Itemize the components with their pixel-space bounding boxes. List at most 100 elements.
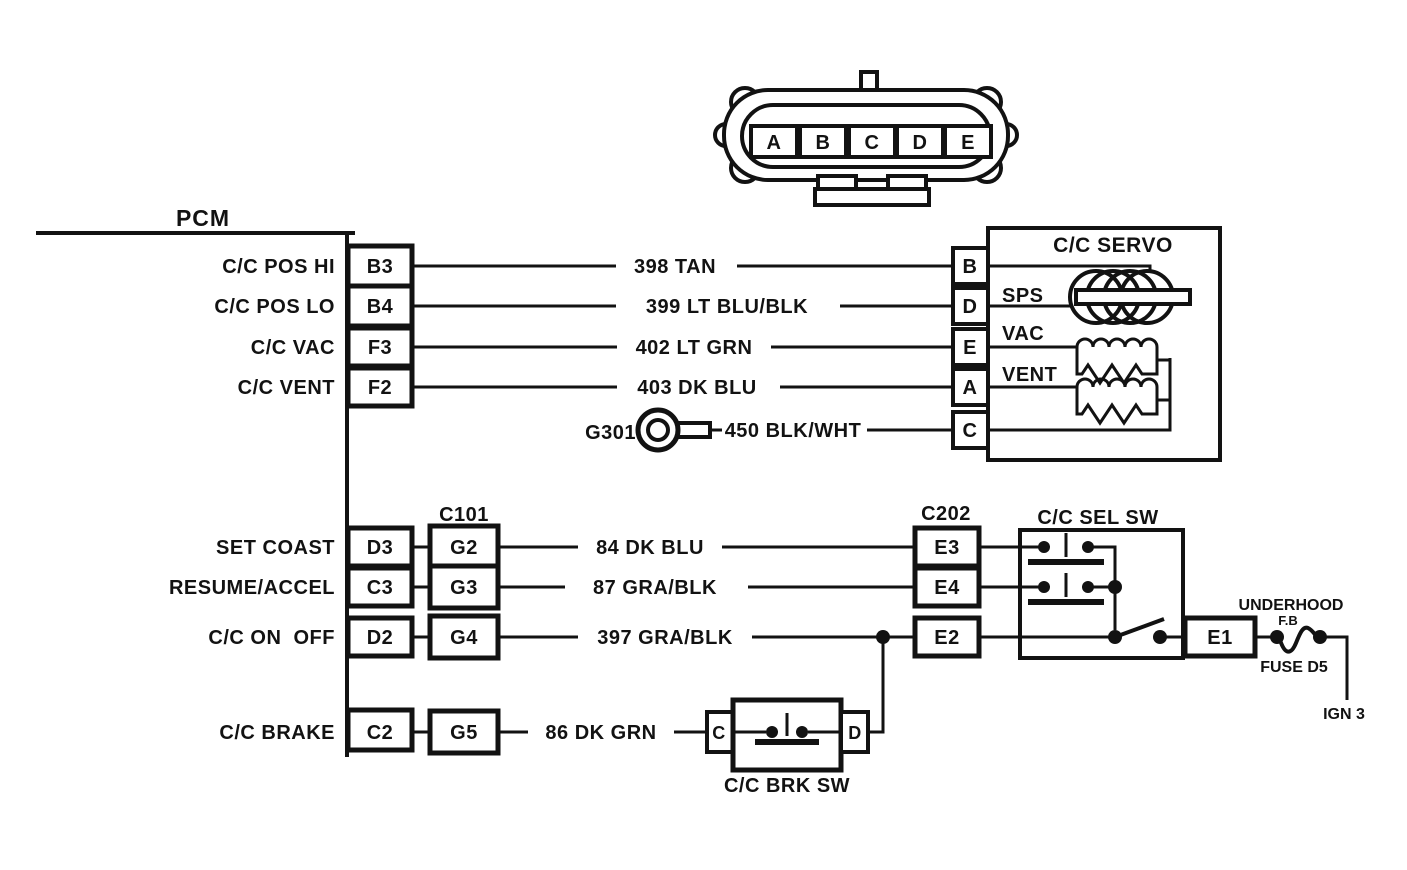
junction-dot (1108, 580, 1122, 594)
wire-label: 398 TAN (634, 256, 716, 278)
servo-pin-label: C (963, 420, 978, 442)
pcm-function-label: C/C VAC (251, 337, 335, 359)
pcm-title: PCM (176, 205, 230, 231)
connector-pin-cavity (798, 124, 848, 159)
ignition-label: IGN 3 (1323, 706, 1365, 723)
wire-label: 403 DK BLU (637, 377, 756, 399)
fuse-element-icon (1278, 625, 1321, 654)
connector-pin-label: E (961, 132, 975, 154)
sps-core-bar (1074, 288, 1192, 306)
ground-label: G301 (585, 422, 636, 444)
brake-switch-pin-label: C (712, 723, 726, 743)
servo-pin-box (951, 327, 990, 367)
pcm-pin-label: F3 (368, 337, 392, 359)
servo-pin-label: A (963, 377, 978, 399)
brake-switch-pin-label: D (848, 723, 862, 743)
sps-label: SPS (1002, 285, 1044, 307)
wire-label: 450 BLK/WHT (725, 420, 862, 442)
contact-dot (1082, 581, 1094, 593)
fuse-box-label: UNDERHOOD (1239, 597, 1344, 614)
contact-dot (1038, 581, 1050, 593)
wire-397-branch (868, 637, 885, 734)
connector-pin-cavity (749, 124, 799, 159)
connector-pin-label: A (767, 132, 782, 154)
vac-resistor-icon (1075, 347, 1159, 386)
servo: C/C SERVO B D E A C SPS VAC VENT (951, 226, 1222, 462)
vent-resistor-icon (1075, 387, 1159, 426)
wire-label: 397 GRA/BLK (597, 627, 733, 649)
c101-pin-label: G2 (450, 537, 478, 559)
switch-wire (1092, 545, 1117, 630)
c202-label: C202 (921, 503, 971, 525)
pcm-pin-box (345, 707, 415, 753)
pcm-function-label: SET COAST (216, 537, 335, 559)
c202-pin-box (912, 565, 982, 609)
brake-switch: C D C/C BRK SW (705, 637, 885, 797)
e1-pin-label: E1 (1207, 627, 1232, 649)
ground-g301: G301 450 BLK/WHT (585, 407, 953, 453)
c101-pin-label: G3 (450, 577, 478, 599)
servo-title: C/C SERVO (1053, 234, 1173, 257)
power-feed: E1 UNDERHOOD F.B FUSE D5 IGN 3 (1182, 597, 1365, 723)
vac-label: VAC (1002, 323, 1044, 345)
sel-switch: C/C SEL SW (1018, 507, 1185, 660)
pcm-function-label: C/C ON OFF (208, 627, 335, 649)
sel-switch-title: C/C SEL SW (1037, 507, 1158, 529)
c202-pin-label: E3 (934, 537, 959, 559)
c101-pin-label: G4 (450, 627, 478, 649)
wire-label: 84 DK BLU (596, 537, 704, 559)
connector-pin-cavity (943, 124, 993, 159)
pcm-pin-label: B4 (367, 296, 394, 318)
contact-dot (766, 726, 778, 738)
c202-pin-label: E2 (934, 627, 959, 649)
upper-rows: C/C POS HI B3 398 TAN C/C POS LO B4 399 … (214, 243, 953, 409)
pcm-function-label: C/C BRAKE (219, 722, 335, 744)
contact-dot (1082, 541, 1094, 553)
c101-pin-box (427, 708, 501, 756)
connector-pin-label: D (913, 132, 928, 154)
c101-pin-label: G5 (450, 722, 478, 744)
connector-pin-label: B (816, 132, 831, 154)
pcm: PCM (36, 205, 355, 757)
ring-terminal-tab (676, 421, 712, 439)
pcm-function-label: C/C POS LO (214, 296, 335, 318)
fuse-box-label2: F.B (1278, 613, 1298, 628)
top-connector: A B C D E (713, 70, 1019, 207)
brake-switch-title: C/C BRK SW (724, 775, 850, 797)
c101-label: C101 (439, 504, 489, 526)
servo-pin-label: E (963, 337, 977, 359)
pcm-pin-label: C2 (367, 722, 394, 744)
servo-internal-wire (988, 358, 1172, 432)
pcm-function-label: RESUME/ACCEL (169, 577, 335, 599)
switch-blade-icon (1114, 617, 1165, 639)
vac-coil-icon (1075, 337, 1159, 348)
vent-coil-icon (1075, 377, 1159, 388)
power-wire (1320, 635, 1349, 700)
fuse-label: FUSE D5 (1260, 659, 1328, 676)
lower-rows: C101 C202 SET COAST D3 G2 84 DK BLU E3 R… (169, 503, 1020, 756)
wire-label: 87 GRA/BLK (593, 577, 717, 599)
servo-pin-label: D (963, 296, 978, 318)
pcm-pin-box (345, 365, 415, 409)
pcm-pin-label: B3 (367, 256, 394, 278)
connector-top-tab (859, 70, 879, 92)
ring-terminal-hole (646, 418, 670, 442)
pcm-pin-box (345, 283, 415, 329)
wire-label: 399 LT BLU/BLK (646, 296, 808, 318)
pcm-pin-label: D2 (367, 627, 394, 649)
contact-dot (796, 726, 808, 738)
contact-dot (1038, 541, 1050, 553)
servo-pin-label: B (963, 256, 978, 278)
pcm-function-label: C/C POS HI (222, 256, 335, 278)
pcm-pin-label: C3 (367, 577, 394, 599)
connector-pin-cavity (847, 124, 897, 159)
pcm-pin-label: D3 (367, 537, 394, 559)
connector-bottom-tab (813, 187, 931, 207)
pcm-function-label: C/C VENT (238, 377, 335, 399)
wire-label: 86 DK GRN (545, 722, 656, 744)
wire-label: 402 LT GRN (636, 337, 753, 359)
connector-pin-label: C (865, 132, 880, 154)
pcm-pin-label: F2 (368, 377, 392, 399)
